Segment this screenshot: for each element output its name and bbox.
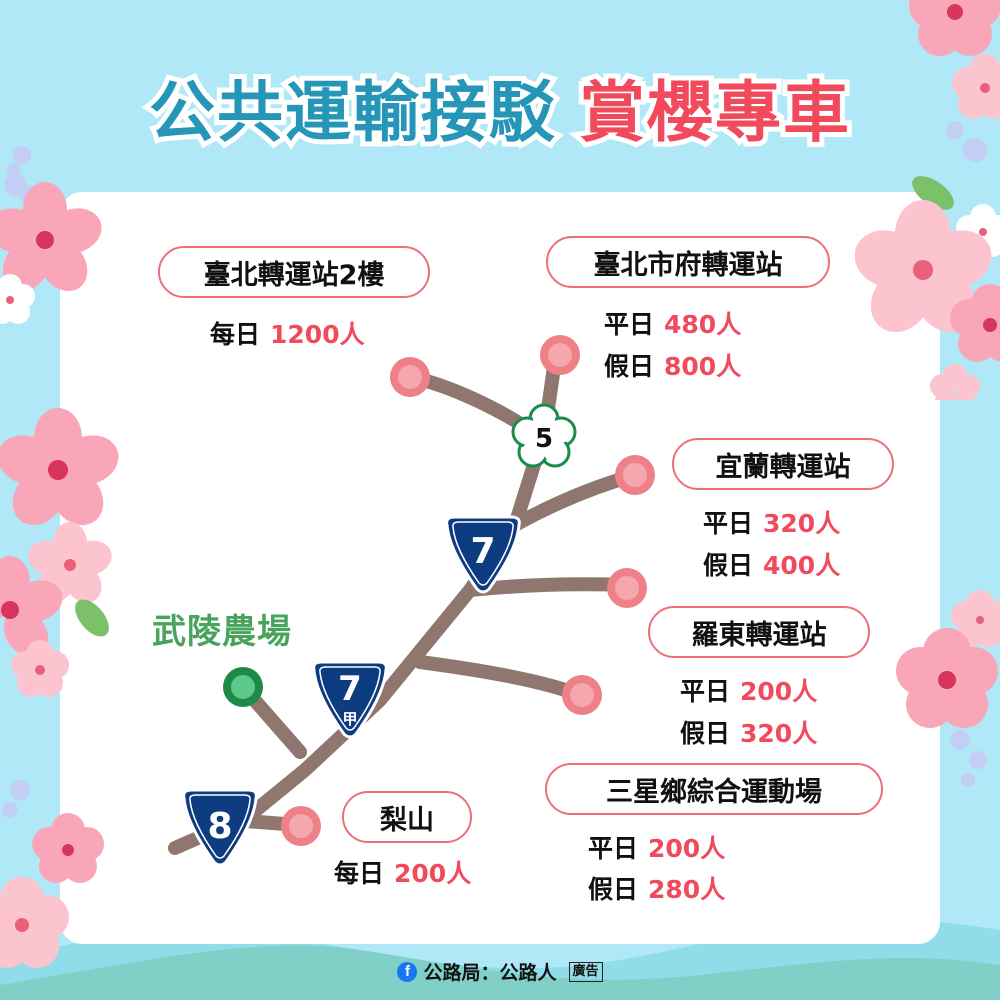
- cherry-blossom-cluster-right: [855, 0, 1000, 400]
- station-yilan: 宜蘭轉運站: [672, 438, 894, 490]
- station-stat-row: 平日 200人: [680, 671, 817, 713]
- station-stat-row: 平日 200人: [588, 828, 725, 870]
- passenger-count: 480人: [664, 310, 742, 339]
- title-part-sakura: 賞櫻專車: [574, 69, 854, 156]
- day-label: 假日: [604, 352, 655, 381]
- passenger-count: 280人: [648, 875, 726, 904]
- station-stat-row: 平日 480人: [604, 304, 741, 346]
- station-name: 臺北轉運站2樓: [203, 259, 385, 291]
- station-taipei-bus-station: 臺北轉運站2樓: [158, 246, 430, 298]
- day-label: 假日: [703, 551, 754, 580]
- ad-badge: 廣告: [568, 961, 603, 982]
- footer-credit: f 公路局：公路人 廣告: [0, 958, 1000, 985]
- passenger-count: 800人: [664, 352, 742, 381]
- day-label: 平日: [588, 834, 639, 863]
- station-name: 宜蘭轉運站: [715, 451, 851, 483]
- day-label: 每日: [334, 859, 385, 888]
- station-stat-row: 假日 280人: [588, 869, 725, 911]
- station-lishan: 梨山: [342, 791, 472, 843]
- passenger-count: 200人: [394, 859, 472, 888]
- title-part-transit: 公共運輸接駁: [144, 69, 560, 156]
- day-label: 每日: [210, 320, 261, 349]
- footer-page-name[interactable]: 公路局：公路人: [423, 962, 557, 984]
- station-luodong: 羅東轉運站: [648, 606, 870, 658]
- station-stat-row: 平日 320人: [703, 503, 840, 545]
- cherry-blossom-cluster-left: [0, 408, 119, 697]
- destination-wuling-farm: 武陵農場: [152, 612, 292, 652]
- station-stat-row: 每日 1200人: [210, 314, 365, 356]
- station-name: 臺北市府轉運站: [593, 249, 783, 281]
- passenger-count: 200人: [740, 677, 818, 706]
- station-stat-row: 每日 200人: [334, 853, 471, 895]
- station-taipei-city-hall: 臺北市府轉運站: [546, 236, 830, 288]
- facebook-icon[interactable]: f: [397, 961, 418, 982]
- passenger-count: 320人: [763, 509, 841, 538]
- day-label: 平日: [703, 509, 754, 538]
- passenger-count: 200人: [648, 834, 726, 863]
- station-stat-row: 假日 320人: [680, 713, 817, 755]
- day-label: 假日: [588, 875, 639, 904]
- page-title: 公共運輸接駁賞櫻專車: [0, 68, 1000, 158]
- passenger-count: 1200人: [270, 320, 365, 349]
- passenger-count: 400人: [763, 551, 841, 580]
- station-stat-row: 假日 800人: [604, 346, 741, 388]
- station-stat-row: 假日 400人: [703, 545, 840, 587]
- station-name: 梨山: [380, 804, 434, 836]
- day-label: 平日: [680, 677, 731, 706]
- day-label: 平日: [604, 310, 655, 339]
- passenger-count: 320人: [740, 719, 818, 748]
- cherry-blossom-bottom-left: [0, 813, 104, 968]
- day-label: 假日: [680, 719, 731, 748]
- cherry-blossom-icon: [0, 182, 102, 324]
- station-nodes: [223, 335, 655, 846]
- station-sanxing-sports-field: 三星鄉綜合運動場: [545, 763, 883, 815]
- cherry-blossom-right-middle: [896, 590, 1000, 728]
- station-name: 羅東轉運站: [691, 619, 827, 651]
- station-name: 三星鄉綜合運動場: [606, 776, 822, 808]
